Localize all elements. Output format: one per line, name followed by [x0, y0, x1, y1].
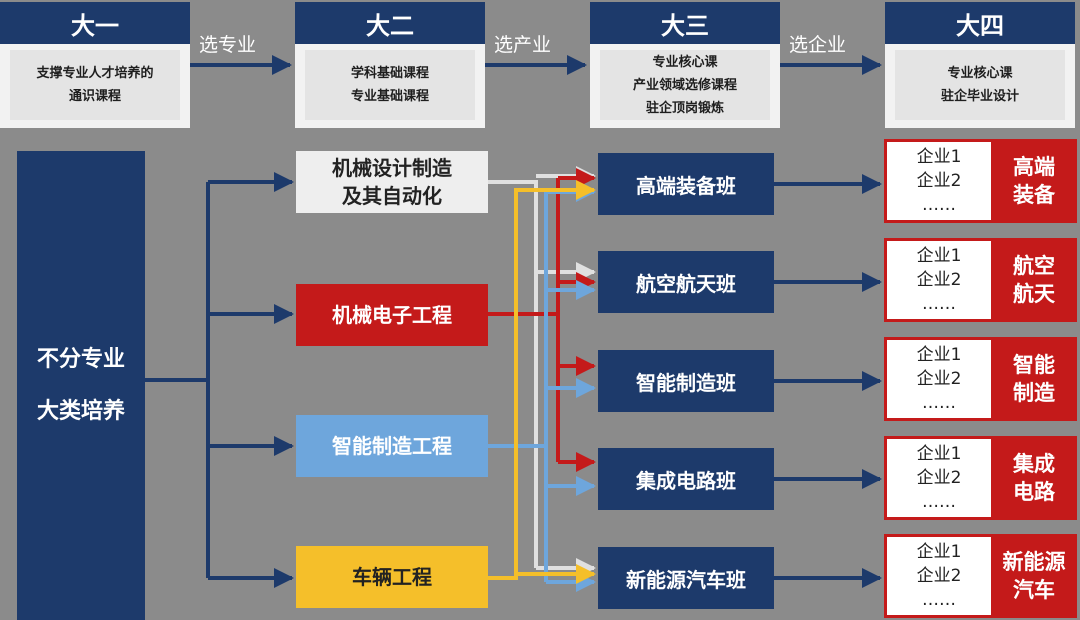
select-enterprise-label: 选企业 [789, 34, 847, 56]
enterprise-list: 企业1 企业2 …… [887, 537, 991, 615]
year-3-course-line: 专业核心课 [652, 54, 718, 70]
enterprise-item: …… [922, 492, 956, 512]
industry-label-line: 装备 [1013, 183, 1055, 207]
start-line: 大类培养 [36, 398, 125, 424]
industry-label-line: 航天 [1013, 282, 1055, 306]
enterprise-item: …… [922, 393, 956, 413]
major-mechanical-design: 机械设计制造 及其自动化 [296, 151, 488, 213]
enterprise-item: 企业1 [916, 444, 962, 464]
major-label: 机械电子工程 [332, 303, 452, 327]
enterprise-box-integrated-circuit: 企业1 企业2 …… 集成 电路 [884, 436, 1077, 520]
enterprise-box-high-end-equipment: 企业1 企业2 …… 高端 装备 [884, 139, 1077, 223]
enterprise-list: 企业1 企业2 …… [887, 142, 991, 220]
year-2-course-line: 学科基础课程 [350, 66, 429, 81]
enterprise-item: 企业1 [916, 246, 962, 266]
industry-label-line: 高端 [1013, 155, 1055, 179]
year-1-courses: 支撑专业人才培养的 通识课程 [10, 50, 180, 120]
major-vehicle-engineering: 车辆工程 [296, 546, 488, 608]
year-2-box: 大二 学科基础课程 专业基础课程 [295, 2, 485, 128]
enterprise-box-aerospace: 企业1 企业2 …… 航空 航天 [884, 238, 1077, 322]
industry-label-line: 新能源 [1002, 550, 1066, 574]
year-4-course-line: 专业核心课 [947, 66, 1013, 81]
enterprise-box-intelligent-manufacturing: 企业1 企业2 …… 智能 制造 [884, 337, 1077, 421]
year-4-title: 大四 [885, 2, 1075, 44]
class-intelligent-manufacturing: 智能制造班 [598, 350, 774, 412]
class-high-end-equipment: 高端装备班 [598, 153, 774, 215]
enterprise-list: 企业1 企业2 …… [887, 340, 991, 418]
enterprise-list: 企业1 企业2 …… [887, 439, 991, 517]
enterprise-item: 企业2 [916, 270, 962, 290]
major-label: 智能制造工程 [332, 434, 452, 458]
enterprise-item: …… [922, 590, 956, 610]
enterprise-box-new-energy-vehicle: 企业1 企业2 …… 新能源 汽车 [884, 534, 1077, 618]
year-2-title: 大二 [295, 2, 485, 44]
select-major-label: 选专业 [199, 34, 257, 56]
industry-label-line: 电路 [1013, 480, 1055, 504]
industry-label-line: 智能 [1013, 353, 1055, 377]
industry-label: 集成 电路 [991, 436, 1077, 520]
class-aerospace: 航空航天班 [598, 251, 774, 313]
year-4-box: 大四 专业核心课 驻企毕业设计 [885, 2, 1075, 128]
industry-label-line: 汽车 [1013, 578, 1055, 602]
major-mechatronics: 机械电子工程 [296, 284, 488, 346]
year-3-title: 大三 [590, 2, 780, 44]
year-2-course-line: 专业基础课程 [350, 89, 429, 104]
major-label: 机械设计制造 [332, 156, 452, 180]
enterprise-item: 企业1 [916, 542, 962, 562]
industry-label: 航空 航天 [991, 238, 1077, 322]
year-1-course-line: 通识课程 [68, 89, 121, 104]
general-cultivation-block: 不分专业 大类培养 [17, 151, 145, 620]
enterprise-item: …… [922, 195, 956, 215]
enterprise-item: 企业2 [916, 171, 962, 191]
class-new-energy-vehicle: 新能源汽车班 [598, 547, 774, 609]
major-label: 车辆工程 [352, 565, 432, 589]
gray-trunk [488, 180, 538, 568]
enterprise-list: 企业1 企业2 …… [887, 241, 991, 319]
year-3-box: 大三 专业核心课 产业领域选修课程 驻企顶岗锻炼 [590, 2, 780, 128]
enterprise-item: 企业1 [916, 345, 962, 365]
enterprise-item: 企业2 [916, 369, 962, 389]
industry-label-line: 航空 [1013, 254, 1055, 278]
year-4-course-line: 驻企毕业设计 [940, 89, 1019, 104]
year-1-course-line: 支撑专业人才培养的 [36, 66, 154, 81]
year-2-courses: 学科基础课程 专业基础课程 [305, 50, 475, 120]
enterprise-item: 企业2 [916, 566, 962, 586]
year-3-course-line: 产业领域选修课程 [632, 77, 737, 93]
enterprise-item: …… [922, 294, 956, 314]
yellow-up-arrow [488, 180, 596, 580]
industry-label: 新能源 汽车 [991, 534, 1077, 618]
industry-label-line: 制造 [1013, 381, 1055, 405]
year-1-box: 大一 支撑专业人才培养的 通识课程 [0, 2, 190, 128]
enterprise-item: 企业1 [916, 147, 962, 167]
industry-label-line: 集成 [1013, 452, 1055, 476]
industry-label: 智能 制造 [991, 337, 1077, 421]
year-3-course-line: 驻企顶岗锻炼 [645, 100, 724, 116]
major-intelligent-manufacturing: 智能制造工程 [296, 415, 488, 477]
class-integrated-circuit: 集成电路班 [598, 448, 774, 510]
select-industry-label: 选产业 [494, 34, 552, 56]
industry-label: 高端 装备 [991, 139, 1077, 223]
major-label: 及其自动化 [342, 184, 442, 208]
start-line: 不分专业 [36, 346, 125, 372]
enterprise-item: 企业2 [916, 468, 962, 488]
year-1-title: 大一 [0, 2, 190, 44]
year-3-courses: 专业核心课 产业领域选修课程 驻企顶岗锻炼 [600, 50, 770, 120]
year-4-courses: 专业核心课 驻企毕业设计 [895, 50, 1065, 120]
